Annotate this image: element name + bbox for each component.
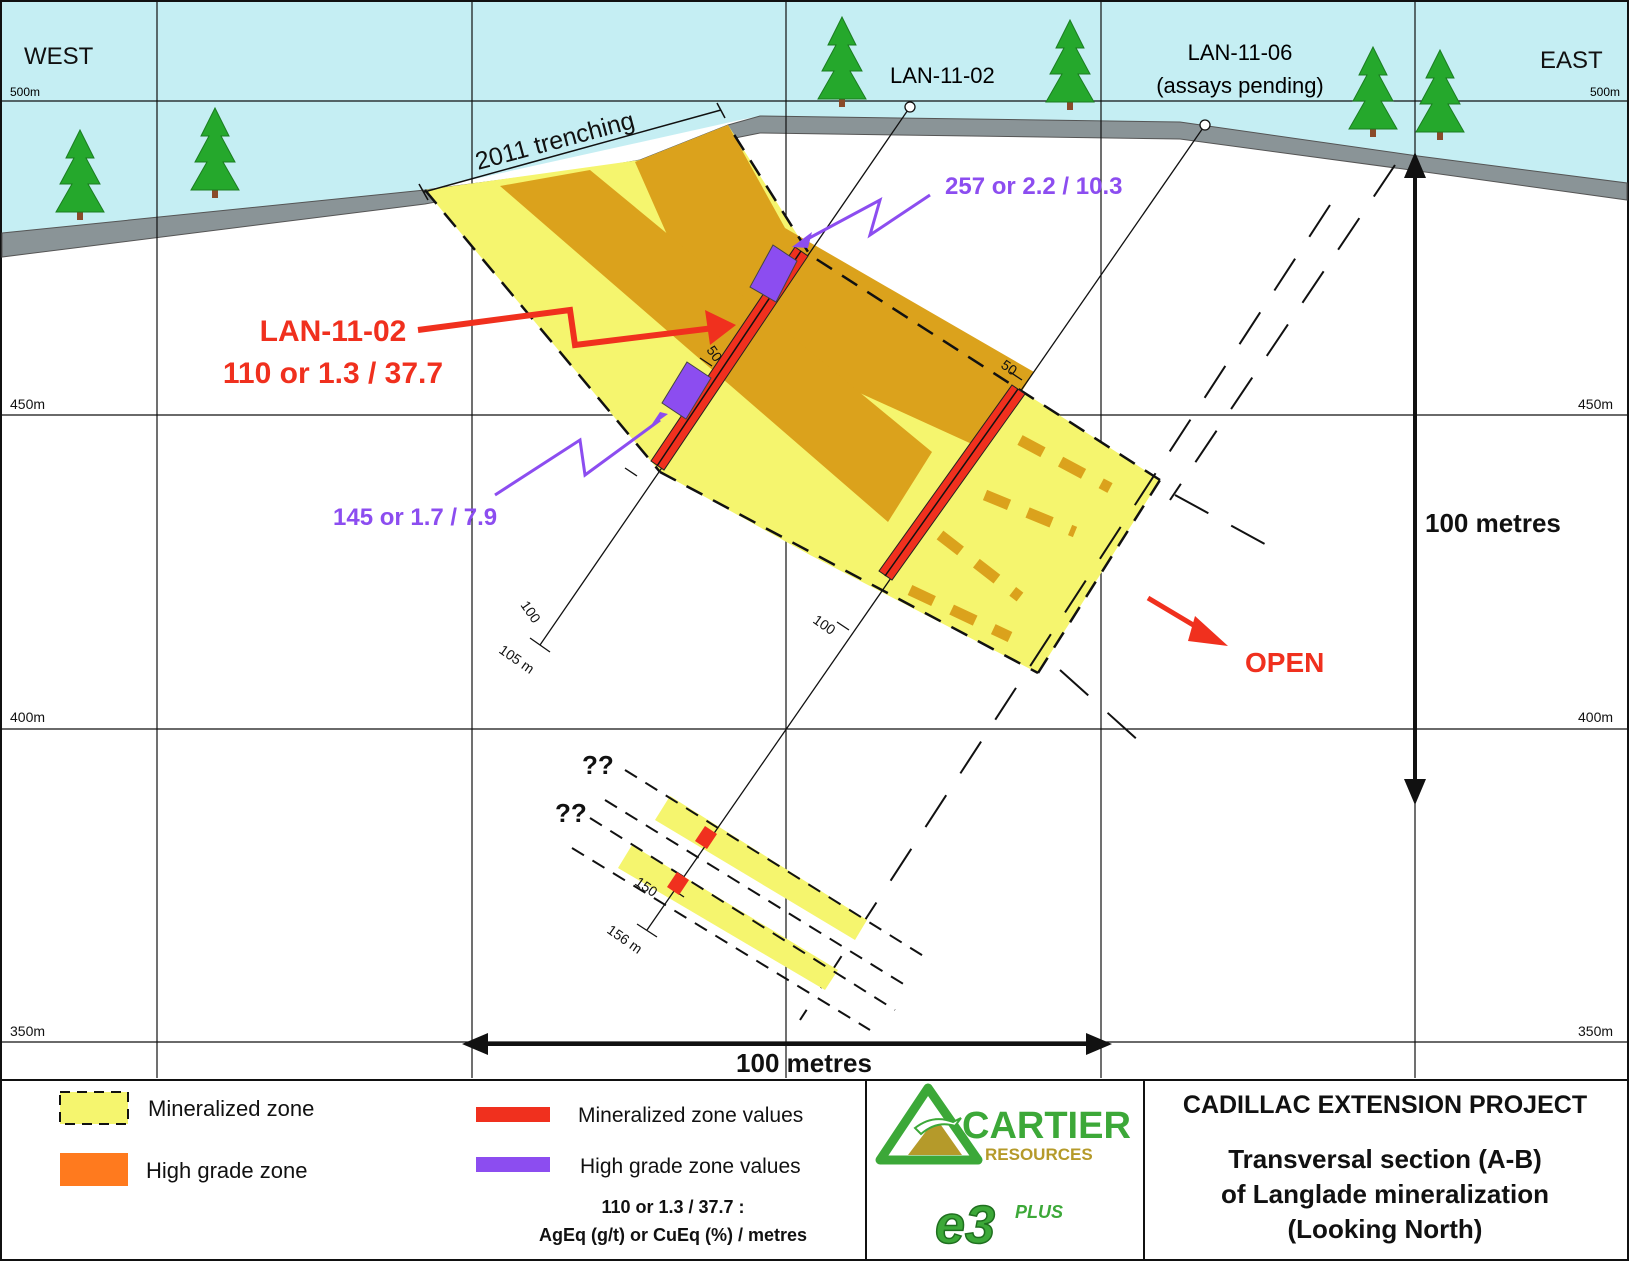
elevation-label: 350m xyxy=(1578,1023,1613,1039)
section-title-line2: of Langlade mineralization xyxy=(1221,1179,1549,1209)
elevation-label: 500m xyxy=(10,85,40,99)
unknown-marker: ?? xyxy=(555,798,587,828)
vertical-scale-bar xyxy=(1404,152,1426,805)
elevation-label: 450m xyxy=(1578,396,1613,412)
e3-wordmark: e3 xyxy=(935,1195,995,1255)
open-label: OPEN xyxy=(1245,647,1324,678)
main-hole-label: LAN-11-02 xyxy=(260,315,407,348)
east-label: EAST xyxy=(1540,47,1603,74)
high-grade-value-upper: 257 or 2.2 / 10.3 xyxy=(945,173,1122,200)
elevation-label: 350m xyxy=(10,1023,45,1039)
elevation-label: 400m xyxy=(10,709,45,725)
section-title-line3: (Looking North) xyxy=(1288,1214,1483,1244)
high-grade-band-lower xyxy=(500,170,932,522)
elevation-label: 400m xyxy=(1578,709,1613,725)
callout-leader xyxy=(494,418,661,497)
horizontal-scale-bar xyxy=(462,1033,1112,1055)
legend-value-units: AgEq (g/t) or CuEq (%) / metres xyxy=(539,1225,807,1245)
legend-mineralized-zone: Mineralized zone xyxy=(148,1096,314,1121)
cartier-logo: CARTIER RESOURCES xyxy=(875,1083,1131,1165)
main-callout-arrow xyxy=(417,306,715,349)
vertical-scale-label: 100 metres xyxy=(1425,508,1561,538)
callout-leader xyxy=(799,193,931,245)
high-grade-value-lower: 145 or 1.7 / 7.9 xyxy=(333,504,497,531)
section-title-line1: Transversal section (A-B) xyxy=(1228,1144,1542,1174)
legend-high-grade-zone: High grade zone xyxy=(146,1158,307,1183)
hole-label-lan-11-02: LAN-11-02 xyxy=(890,63,995,88)
high-grade-value-box xyxy=(661,361,712,420)
hole-label-lan-11-06: LAN-11-06 xyxy=(1188,40,1293,65)
legend-value-format: 110 or 1.3 / 37.7 : xyxy=(601,1197,744,1217)
legend-swatch-high-grade-values xyxy=(476,1157,550,1172)
unknown-marker: ?? xyxy=(582,750,614,780)
structural-trace xyxy=(799,164,1396,1021)
sky-area xyxy=(2,2,1627,233)
high-grade-value-box xyxy=(749,244,798,303)
project-title: CADILLAC EXTENSION PROJECT xyxy=(1183,1091,1587,1119)
cartier-wordmark: CARTIER xyxy=(962,1105,1131,1147)
legend-swatch-mineral-values xyxy=(476,1107,550,1122)
mineralized-value-bar-deep xyxy=(667,872,689,895)
plus-wordmark: PLUS xyxy=(1015,1202,1063,1222)
mineralized-value-bar xyxy=(878,384,1026,581)
hole-note-assays-pending: (assays pending) xyxy=(1156,73,1324,98)
callout-arrowhead xyxy=(792,232,812,248)
trenching-marker xyxy=(418,102,726,201)
deep-zone-outlines xyxy=(571,769,926,1031)
legend-mineralized-values: Mineralized zone values xyxy=(578,1104,803,1127)
elevation-label: 500m xyxy=(1590,85,1620,99)
e3-plus-logo: e3 PLUS xyxy=(934,1194,1063,1256)
horizontal-scale-label: 100 metres xyxy=(736,1048,872,1078)
high-grade-band-upper xyxy=(635,125,1034,450)
legend-swatch-high-grade xyxy=(60,1153,128,1186)
main-callout-arrowhead xyxy=(705,310,736,345)
legend-high-grade-values: High grade zone values xyxy=(580,1155,801,1178)
high-grade-extension xyxy=(907,435,1113,642)
mineralized-value-bar-deep xyxy=(695,826,717,849)
main-hole-value: 110 or 1.3 / 37.7 xyxy=(223,357,443,390)
elevation-label: 450m xyxy=(10,396,45,412)
resources-wordmark: RESOURCES xyxy=(985,1145,1093,1164)
legend-swatch-mineralized xyxy=(59,1091,129,1125)
open-arrowhead xyxy=(1188,616,1228,646)
callout-arrowhead xyxy=(650,412,668,427)
mineralized-zone-outline xyxy=(424,124,1162,675)
west-label: WEST xyxy=(24,43,94,70)
